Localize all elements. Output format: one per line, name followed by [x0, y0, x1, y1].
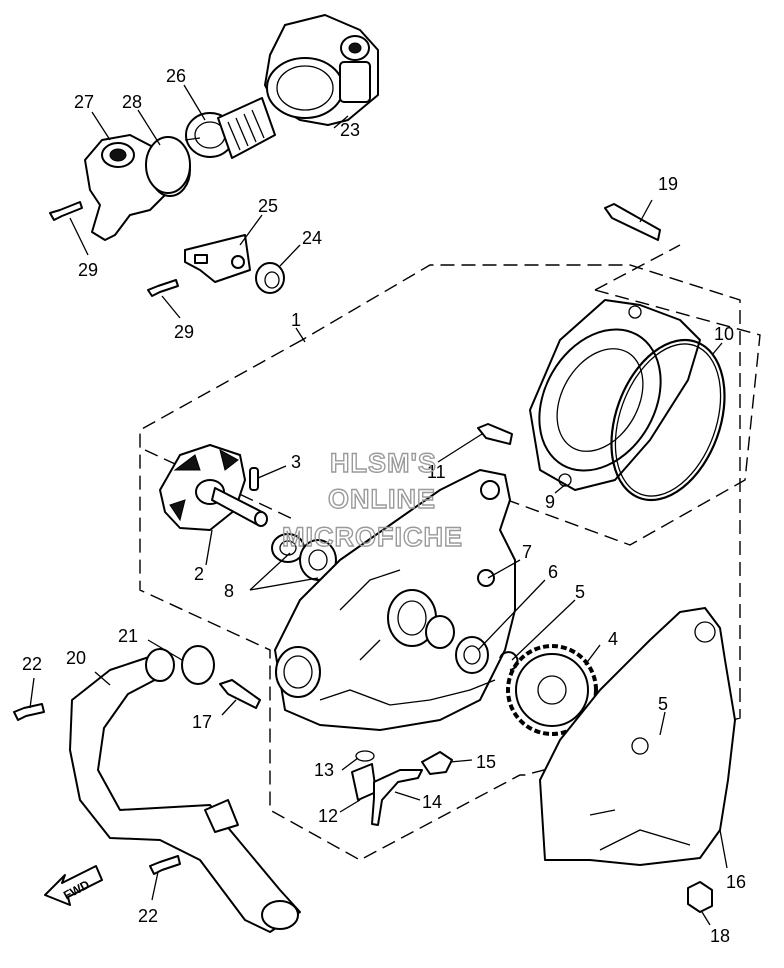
callout-8: 8	[224, 581, 234, 601]
callout-20: 20	[66, 648, 86, 668]
circlip-5	[499, 651, 519, 671]
callout-29-lower: 29	[174, 322, 194, 342]
callout-19: 19	[658, 174, 678, 194]
callout-16: 16	[726, 872, 746, 892]
callout-3: 3	[291, 452, 301, 472]
callout-27: 27	[74, 92, 94, 112]
callout-5-upper: 5	[575, 582, 585, 602]
gasket-plate-16	[539, 607, 736, 866]
callout-22-bottom: 22	[138, 906, 158, 926]
callout-21: 21	[118, 626, 138, 646]
inlet-hose-20	[69, 648, 301, 933]
callout-14: 14	[422, 792, 442, 812]
o-ring-10	[610, 338, 726, 502]
callout-11: 11	[427, 462, 446, 482]
cover-9	[529, 299, 701, 491]
leader-lines	[29, 84, 728, 926]
callout-25: 25	[258, 196, 278, 216]
pump-housing	[274, 469, 516, 731]
callout-7: 7	[522, 542, 532, 562]
plug-18	[687, 881, 713, 913]
watermark-line-3: MICROFICHE	[282, 522, 463, 552]
callout-5-lower: 5	[658, 694, 668, 714]
bracket-25	[184, 234, 251, 283]
seals-8	[271, 533, 337, 581]
callout-28: 28	[122, 92, 142, 112]
gear-4	[506, 644, 598, 736]
callout-numbers: 1 2 3 4 5 5 6 7 8 9 10 11 12 13 14 15 16…	[22, 66, 746, 946]
watermark: HLSM'S ONLINE MICROFICHE	[281, 447, 463, 552]
callout-22-left: 22	[22, 654, 42, 674]
thermostat	[184, 97, 276, 159]
bolt-19	[604, 203, 661, 241]
callout-1: 1	[291, 310, 301, 330]
assembly-outline	[139, 244, 761, 861]
callout-26: 26	[166, 66, 186, 86]
bolt-11	[477, 423, 513, 445]
bolts-22	[13, 703, 181, 875]
bolts-29	[49, 201, 179, 297]
callout-10: 10	[714, 324, 734, 344]
watermark-line-1: HLSM'S	[330, 448, 437, 478]
callout-9: 9	[545, 492, 555, 512]
thermostat-housing	[264, 14, 379, 126]
bolt-17	[219, 679, 261, 709]
callout-24: 24	[302, 228, 322, 248]
callout-4: 4	[608, 629, 618, 649]
callout-12: 12	[318, 806, 338, 826]
forward-direction-arrow: FWD	[44, 865, 103, 906]
callout-6: 6	[548, 562, 558, 582]
callout-15: 15	[476, 752, 496, 772]
callout-29-upper: 29	[78, 260, 98, 280]
grommet-24	[255, 262, 285, 294]
callout-2: 2	[194, 564, 204, 584]
callout-13: 13	[314, 760, 334, 780]
callout-18: 18	[710, 926, 730, 946]
watermark-line-2: ONLINE	[328, 484, 436, 514]
drain-fittings	[351, 750, 453, 826]
gasket-28	[145, 136, 191, 194]
callout-17: 17	[192, 712, 212, 732]
o-ring-21	[181, 645, 215, 685]
impeller-2	[159, 444, 268, 531]
callout-23: 23	[340, 120, 360, 140]
pin-3	[249, 467, 259, 491]
